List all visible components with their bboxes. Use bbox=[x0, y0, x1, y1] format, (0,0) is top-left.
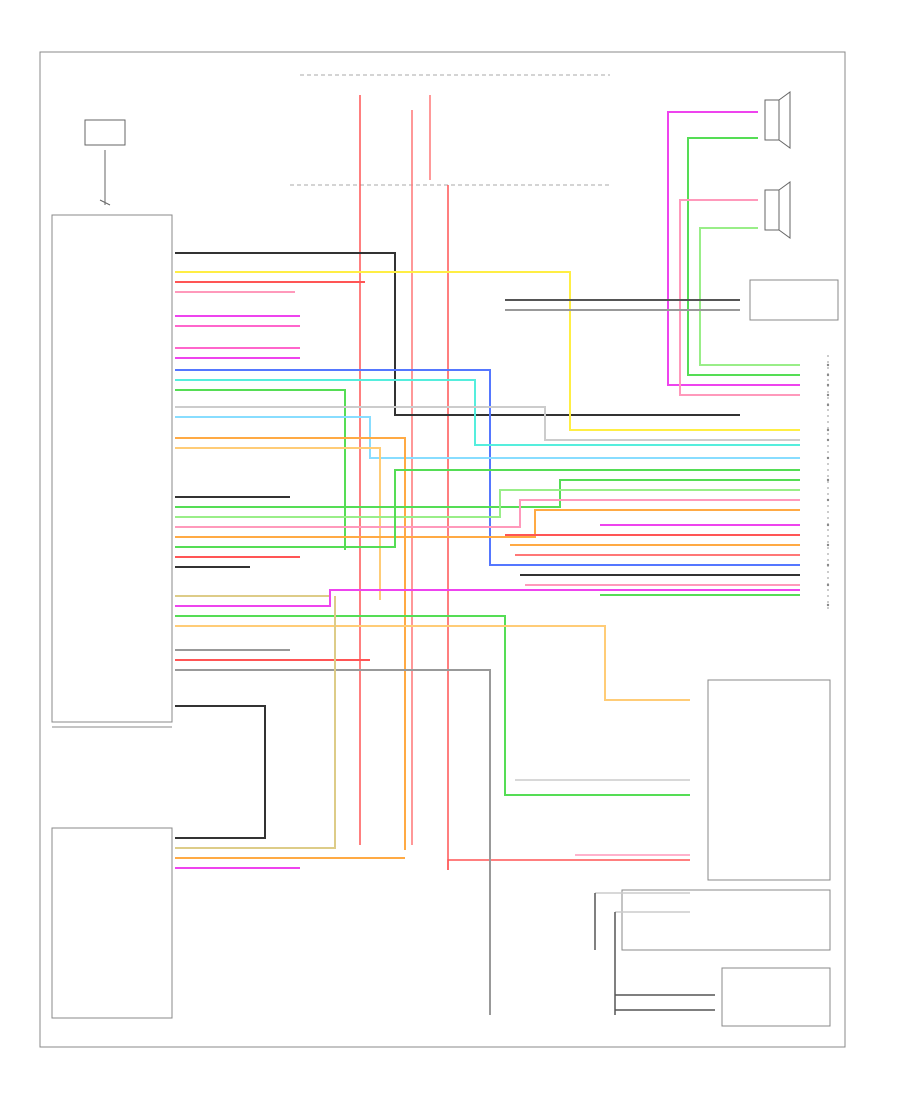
top-bus-lines bbox=[290, 74, 610, 186]
middle-wires bbox=[175, 469, 800, 568]
diagram-border bbox=[39, 51, 846, 1048]
door-speaker-lower bbox=[764, 181, 791, 239]
lower-right-wires bbox=[515, 779, 715, 1015]
rear-radio-controls bbox=[51, 827, 173, 1019]
radio-wires bbox=[175, 252, 800, 850]
rear-radio-wires bbox=[175, 596, 405, 869]
door-speaker-upper bbox=[764, 91, 791, 149]
radio-module bbox=[51, 214, 173, 728]
vertical-power-wires bbox=[359, 95, 690, 870]
lower-radio-wires bbox=[175, 589, 800, 1015]
antenna-icon bbox=[84, 119, 126, 206]
speaker-wires bbox=[667, 111, 800, 396]
satellite-wires bbox=[505, 299, 740, 311]
lower-right-connector bbox=[721, 967, 831, 1027]
rear-audio-connector bbox=[707, 679, 831, 881]
satellite-connector-box bbox=[749, 279, 839, 321]
pin-markers bbox=[826, 363, 830, 607]
right-side-wires bbox=[505, 524, 800, 596]
antenna-module bbox=[621, 889, 831, 951]
